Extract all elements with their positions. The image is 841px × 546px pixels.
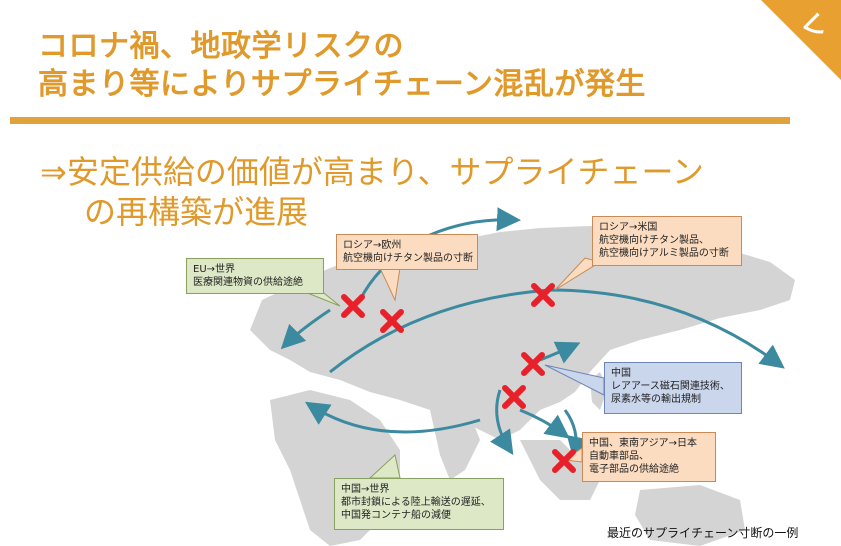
callout-russia-us-line-1: ロシア→米国 xyxy=(599,222,658,233)
arrow-china-south xyxy=(490,389,514,455)
disruption-markers xyxy=(341,283,576,473)
slide-title: コロナ禍、地政学リスクの 高まり等によりサプライチェーン混乱が発生 xyxy=(38,28,646,104)
callout-china-export-line-1: 中国 xyxy=(611,368,631,379)
landmass-southeast-asia xyxy=(520,440,600,500)
arrow-china-southeast xyxy=(519,408,570,439)
arrow-china-world-west xyxy=(304,401,481,434)
callout-sea-japan: 中国、東南アジア→日本 自動車部品、 電子部品の供給途絶 xyxy=(582,432,716,482)
callout-china-world-line-3: 中国発コンテナ船の減便 xyxy=(341,510,451,521)
callout-china-export-line-3: 尿素水等の輸出規制 xyxy=(611,394,701,405)
callout-russia-us-line-2: 航空機向けチタン製品、 xyxy=(599,235,709,246)
figure-caption: 最近のサプライチェーン寸断の一例 xyxy=(607,526,799,540)
subtitle-line-1: ⇒安定供給の価値が高まり、サプライチェーン xyxy=(40,153,704,191)
arrow-eu-outflow xyxy=(280,308,331,350)
title-line-1: コロナ禍、地政学リスクの xyxy=(38,29,404,64)
cross-icon-russia-us xyxy=(531,283,555,307)
cross-icon-eu xyxy=(341,294,365,318)
callout-sea-japan-line-3: 電子部品の供給途絶 xyxy=(589,464,679,475)
callout-russia-eu-line-2: 航空機向けチタン製品の寸断 xyxy=(343,253,473,264)
callout-sea-japan-line-2: 自動車部品、 xyxy=(589,451,649,462)
callout-china-world-line-1: 中国→世界 xyxy=(341,484,390,495)
callout-russia-us-line-3: 航空機向けアルミ製品の寸断 xyxy=(599,248,729,259)
corner-tab: レ xyxy=(761,0,841,80)
callout-russia-eu: ロシア→欧州 航空機向けチタン製品の寸断 xyxy=(336,234,478,270)
callout-sea-japan-line-1: 中国、東南アジア→日本 xyxy=(589,438,697,449)
callout-china-world: 中国→世界 都市封鎖による陸上輸送の遅延、 中国発コンテナ船の減便 xyxy=(334,478,504,530)
callout-china-world-line-2: 都市封鎖による陸上輸送の遅延、 xyxy=(341,497,491,508)
landmass-australia xyxy=(635,485,745,546)
title-divider xyxy=(10,117,790,124)
cross-icon-sea-japan xyxy=(552,449,576,473)
callout-russia-us: ロシア→米国 航空機向けチタン製品、 航空機向けアルミ製品の寸断 xyxy=(592,216,742,266)
callout-pointers xyxy=(299,257,605,479)
callout-eu-world: EU→世界 医療関連物資の供給途絶 xyxy=(186,258,324,294)
callout-china-export-line-2: レアアース磁石関連技術、 xyxy=(611,381,730,392)
callout-eu-line-1: EU→世界 xyxy=(193,264,236,275)
slide-subtitle: ⇒安定供給の価値が高まり、サプライチェーン の再構築が進展 xyxy=(40,152,704,232)
cross-icon-china-world xyxy=(502,385,526,409)
callout-china-export: 中国 レアアース磁石関連技術、 尿素水等の輸出規制 xyxy=(604,362,742,414)
cross-icon-china-export xyxy=(521,352,545,376)
arrow-china-japan xyxy=(539,341,581,364)
title-line-2: 高まり等によりサプライチェーン混乱が発生 xyxy=(38,67,646,102)
callout-russia-eu-line-1: ロシア→欧州 xyxy=(343,240,402,251)
corner-triangle xyxy=(761,0,841,80)
subtitle-line-2: の再構築が進展 xyxy=(84,193,309,231)
callout-eu-line-2: 医療関連物資の供給途絶 xyxy=(193,277,303,288)
cross-icon-russia-eu xyxy=(380,309,404,333)
